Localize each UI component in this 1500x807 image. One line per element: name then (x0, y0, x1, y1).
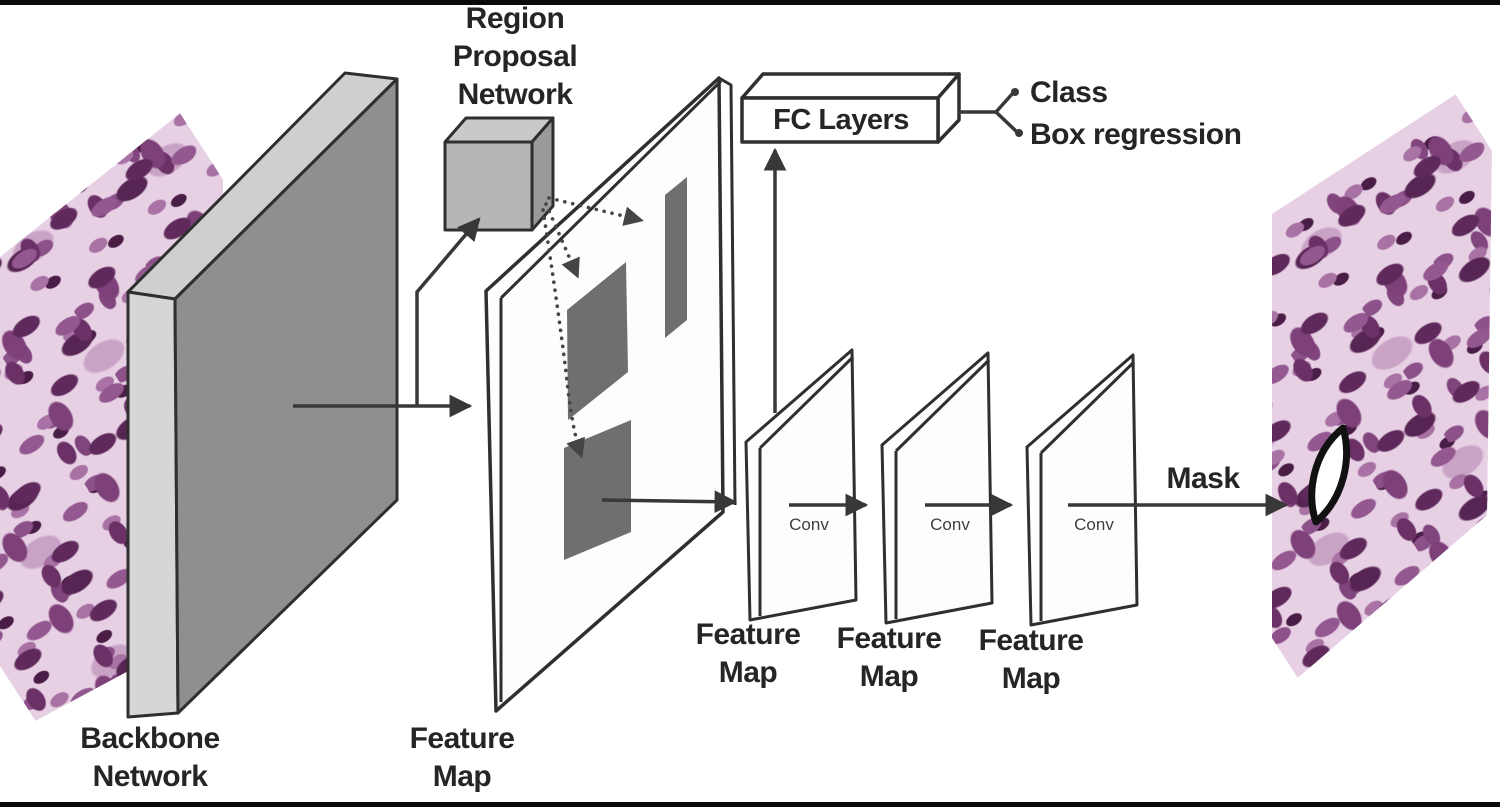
slab-front-face (126, 290, 180, 719)
region-proposal-network-cube (443, 116, 555, 232)
fc-box-top (740, 72, 961, 100)
roi-patch (665, 177, 687, 338)
conv-label-1: Conv (789, 515, 829, 534)
conv-panel-3 (1025, 353, 1139, 627)
conv-feature-map-panels (744, 348, 1139, 627)
mask-output-label: Mask (1166, 462, 1240, 495)
fc-box-front (740, 96, 940, 144)
conv-panel-1 (744, 348, 858, 622)
mask-segmentation-shape (1308, 424, 1351, 526)
class-output-label: Class (1030, 76, 1108, 109)
fc-layers-box (740, 72, 961, 144)
rpn-proposal-arrows (541, 196, 644, 459)
feature-map-label-3: Feature Map (978, 624, 1084, 695)
conv-label-3: Conv (1074, 515, 1114, 534)
fc-to-class-branch (994, 91, 1015, 114)
figure-border-top (0, 0, 1500, 5)
roi-patch (567, 262, 628, 420)
fc-to-box-branch (994, 110, 1019, 134)
conv-label-2: Conv (930, 515, 970, 534)
box-regression-output-label: Box regression (1030, 118, 1242, 151)
figure-border-bottom (0, 802, 1500, 807)
feature-map-main-label: Feature Map (409, 722, 515, 793)
feature-map-label-1: Feature Map (695, 618, 801, 689)
feature-map-panel (484, 76, 737, 713)
backbone-label: Backbone Network (80, 722, 220, 793)
feature-map-label-2: Feature Map (836, 622, 942, 693)
cube-front-face (443, 140, 534, 232)
box-branch-dot (1015, 129, 1023, 137)
conv-panel-2 (880, 351, 994, 625)
roi-to-conv-arrow (601, 490, 738, 514)
rpn-proposal-arrow-1 (547, 196, 644, 226)
slab-side-face (173, 77, 399, 715)
panel-back-edge (718, 76, 737, 506)
class-branch-dot (1011, 88, 1019, 96)
panel-inner-edge (499, 79, 723, 300)
fc-layers-label: FC Layers (773, 104, 909, 136)
rpn-label: Region Proposal Network (452, 2, 578, 111)
backbone-network-slab (126, 71, 399, 719)
feature-map-to-rpn-arrow (415, 217, 481, 406)
rpn-proposal-arrow-2 (544, 202, 580, 279)
rpn-proposal-arrow-3 (541, 208, 585, 459)
arrows (293, 91, 1289, 517)
